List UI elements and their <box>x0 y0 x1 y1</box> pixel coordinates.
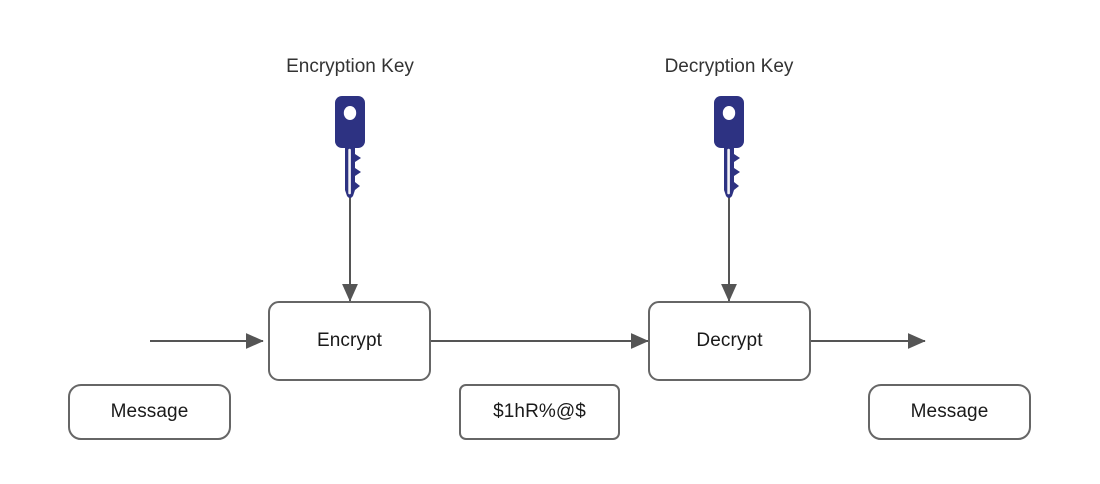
key-icon <box>335 96 365 198</box>
encryption-key-label: Encryption Key <box>286 56 414 77</box>
encrypt-label: Encrypt <box>316 330 383 351</box>
ciphertext-label: $1hR%@$ <box>493 401 586 422</box>
ciphertext-box[interactable]: $1hR%@$ <box>459 384 620 440</box>
message-input-box[interactable]: Message <box>68 384 231 440</box>
decrypt-process-box[interactable]: Decrypt <box>648 301 811 381</box>
message-input-label: Message <box>110 401 189 422</box>
decrypt-label: Decrypt <box>696 330 763 351</box>
decryption-key-label: Decryption Key <box>664 56 794 77</box>
encrypt-process-box[interactable]: Encrypt <box>268 301 431 381</box>
key-icon <box>714 96 744 198</box>
message-output-box[interactable]: Message <box>868 384 1031 440</box>
message-output-label: Message <box>910 401 989 422</box>
